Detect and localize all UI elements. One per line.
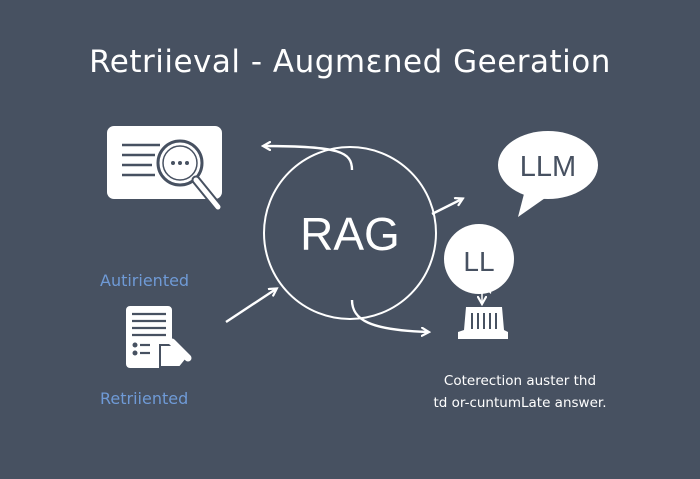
label-autiriented: Autiriented (100, 271, 190, 290)
document-edit-icon (126, 306, 192, 368)
llm-speech-bubble: LLM (498, 131, 598, 217)
arrow-from-documents (225, 289, 276, 324)
arrow-to-llm (431, 199, 462, 216)
ll-bubble-text: LL (463, 246, 494, 277)
ll-speech-bubble: LL (444, 224, 514, 303)
caption-line-2: td or-cuntumLate answer. (433, 395, 607, 411)
rag-label: RAG (300, 208, 400, 260)
database-icon (458, 307, 508, 339)
arrow-to-retrieval (264, 146, 354, 171)
arrow-to-output (350, 299, 428, 332)
diagram-title: Retriieval - Augmεned Geeration (89, 44, 611, 80)
rag-cycle-circle (263, 146, 437, 320)
caption-line-1: Coterection auster thd (443, 373, 597, 389)
search-document-icon (107, 126, 223, 212)
answer-caption: Coterection auster thd td or-cuntumLate … (405, 370, 635, 414)
label-retriiented: Retriiented (100, 389, 189, 408)
llm-bubble-text: LLM (520, 151, 576, 183)
